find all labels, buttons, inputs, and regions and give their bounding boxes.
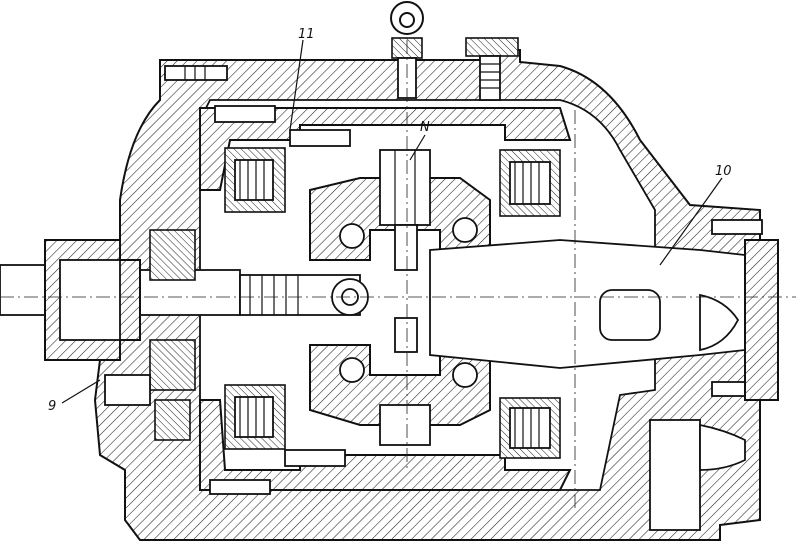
centerlines	[0, 40, 796, 510]
leader-lines	[61, 39, 723, 404]
housing-bolts	[164, 65, 763, 495]
top-cap-screw	[465, 37, 519, 101]
output-shaft	[429, 239, 761, 369]
right-end-cover	[649, 239, 779, 531]
right-bearings	[499, 149, 561, 459]
callout-10: 10	[715, 164, 732, 179]
planet-pin	[379, 149, 431, 446]
callout-n: N	[420, 120, 430, 135]
callout-9: 9	[48, 399, 56, 414]
callout-11: 11	[298, 27, 315, 42]
left-end-cover	[44, 229, 196, 441]
left-bearings	[224, 147, 286, 450]
